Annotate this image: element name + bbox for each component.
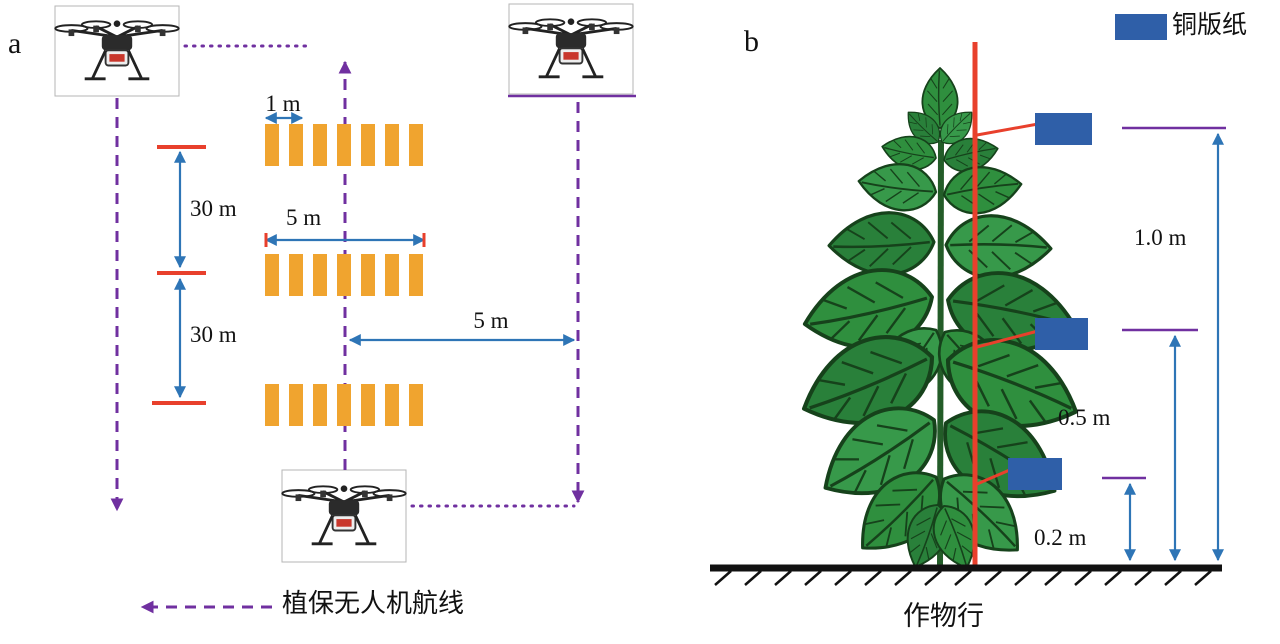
route-legend-label: 植保无人机航线 bbox=[282, 589, 465, 618]
dim-5m-strip-label: 5 m bbox=[286, 205, 322, 230]
dim-30m-upper-label: 30 m bbox=[190, 196, 237, 221]
card-connector-middle bbox=[976, 329, 1039, 349]
panel-a-graphics bbox=[53, 3, 636, 614]
coated-paper-card-top bbox=[1035, 113, 1092, 145]
card-connector-top bbox=[976, 122, 1039, 137]
card-connector-bottom bbox=[976, 467, 1013, 486]
sample-strip-row-3 bbox=[265, 384, 423, 426]
plant-icon bbox=[789, 67, 1091, 576]
paper-legend-label: 铜版纸 bbox=[1172, 12, 1248, 39]
dim-5m-offset-label: 5 m bbox=[473, 308, 509, 333]
drone-icon-bottom bbox=[280, 483, 408, 546]
panel-b-label: b bbox=[744, 25, 759, 58]
panel-a-label: a bbox=[8, 27, 22, 60]
height-0-2m-label: 0.2 m bbox=[1034, 525, 1087, 550]
coated-paper-card-bottom bbox=[1008, 458, 1062, 490]
dim-30m-lower-label: 30 m bbox=[190, 322, 237, 347]
drone-icon-top-right bbox=[507, 16, 635, 79]
ground-hatching bbox=[714, 570, 1212, 586]
sample-strip-row-2 bbox=[265, 254, 423, 296]
coated-paper-card-middle bbox=[1035, 318, 1088, 350]
drone-icon-top-left bbox=[53, 18, 181, 81]
dim-1m-label: 1 m bbox=[265, 91, 301, 116]
drone-photo-frame bbox=[54, 5, 180, 97]
sample-strip-row-1 bbox=[265, 124, 423, 166]
legend-paper-swatch bbox=[1115, 14, 1167, 40]
height-1-0m-label: 1.0 m bbox=[1134, 225, 1187, 250]
height-0-5m-label: 0.5 m bbox=[1058, 405, 1111, 430]
crop-row-label: 作物行 bbox=[903, 601, 984, 631]
panel-b-graphics bbox=[710, 14, 1226, 586]
drone-photo-frame bbox=[508, 3, 634, 95]
